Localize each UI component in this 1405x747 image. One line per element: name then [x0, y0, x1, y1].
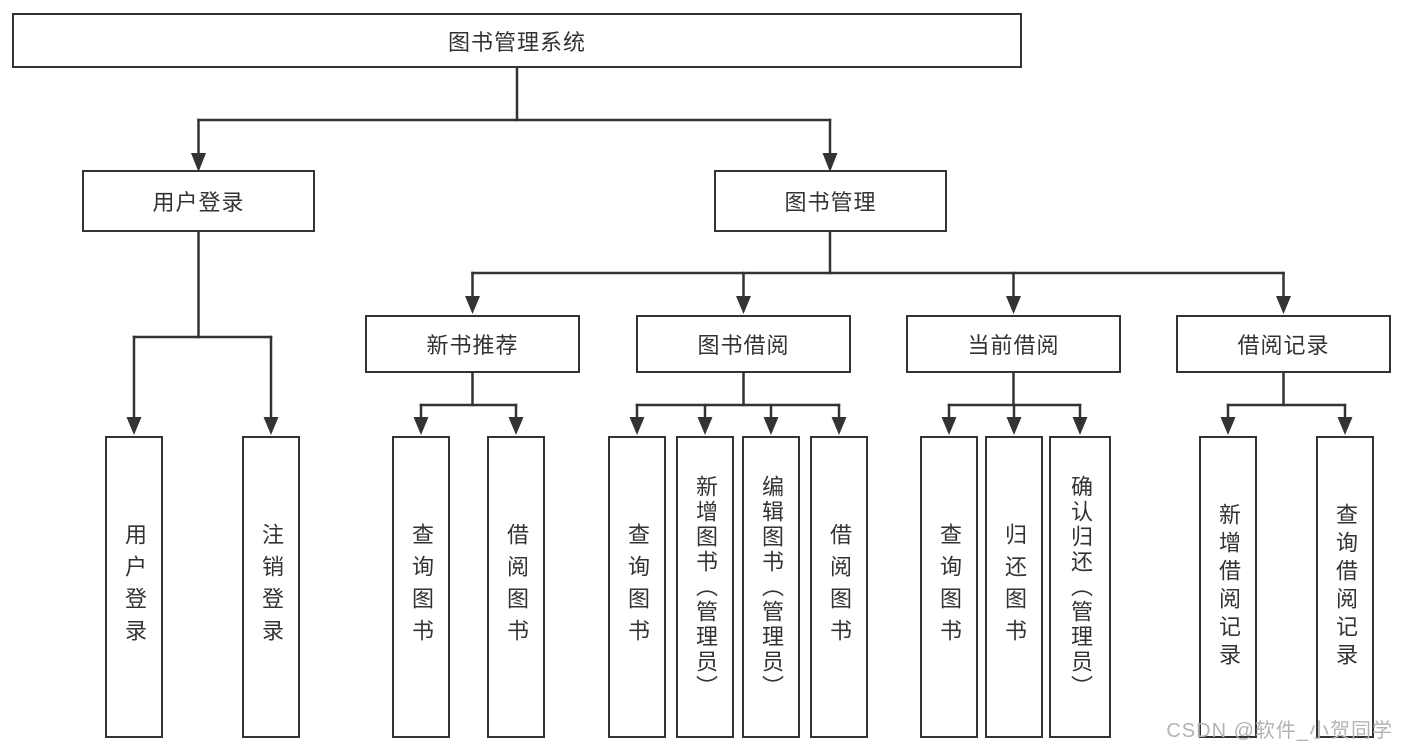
leaf-confirm-return-admin: 确认归还（管理员） — [1049, 436, 1111, 738]
node-user-login: 用户登录 — [82, 170, 315, 232]
node-book-borrow: 图书借阅 — [636, 315, 851, 373]
leaf-add-borrow-record: 新增借阅记录 — [1199, 436, 1257, 738]
leaf-user-login: 用户登录 — [105, 436, 163, 738]
node-label: 归还图书 — [1002, 523, 1027, 651]
csdn-watermark: CSDN @软件_小贺同学 — [1166, 720, 1393, 742]
node-label: 用户登录 — [152, 190, 245, 215]
node-label: 借阅图书 — [504, 523, 529, 651]
node-label: 新增图书（管理员） — [693, 474, 718, 700]
leaf-return-books: 归还图书 — [985, 436, 1043, 738]
node-label: 注销登录 — [259, 523, 284, 651]
node-label: 查询图书 — [625, 523, 650, 651]
node-label: 查询图书 — [409, 523, 434, 651]
node-label: 用户登录 — [122, 523, 147, 651]
node-label: 新增借阅记录 — [1216, 503, 1241, 671]
leaf-borrow-books-2: 借阅图书 — [810, 436, 868, 738]
leaf-query-books-3: 查询图书 — [920, 436, 978, 738]
node-new-book-recommend: 新书推荐 — [365, 315, 580, 373]
node-label: 查询借阅记录 — [1333, 503, 1358, 671]
leaf-borrow-books-1: 借阅图书 — [487, 436, 545, 738]
node-label: 借阅记录 — [1237, 333, 1330, 358]
leaf-query-books-1: 查询图书 — [392, 436, 450, 738]
node-label: 图书管理系统 — [447, 29, 586, 55]
arrowhead-icons — [126, 153, 1353, 435]
node-label: 新书推荐 — [426, 333, 519, 358]
leaf-logout: 注销登录 — [242, 436, 300, 738]
leaf-add-book-admin: 新增图书（管理员） — [676, 436, 734, 738]
leaf-query-borrow-record: 查询借阅记录 — [1316, 436, 1374, 738]
node-borrow-records: 借阅记录 — [1176, 315, 1391, 373]
node-label: 当前借阅 — [967, 333, 1060, 358]
node-label: 确认归还（管理员） — [1068, 474, 1093, 700]
node-label: 图书借阅 — [697, 333, 790, 358]
node-label: 编辑图书（管理员） — [759, 474, 784, 700]
node-label: 查询图书 — [937, 523, 962, 651]
leaf-query-books-2: 查询图书 — [608, 436, 666, 738]
node-label: 图书管理 — [784, 190, 877, 215]
node-root: 图书管理系统 — [12, 13, 1022, 68]
node-current-borrow: 当前借阅 — [906, 315, 1121, 373]
leaf-edit-book-admin: 编辑图书（管理员） — [742, 436, 800, 738]
node-book-management: 图书管理 — [714, 170, 947, 232]
node-label: 借阅图书 — [827, 523, 852, 651]
